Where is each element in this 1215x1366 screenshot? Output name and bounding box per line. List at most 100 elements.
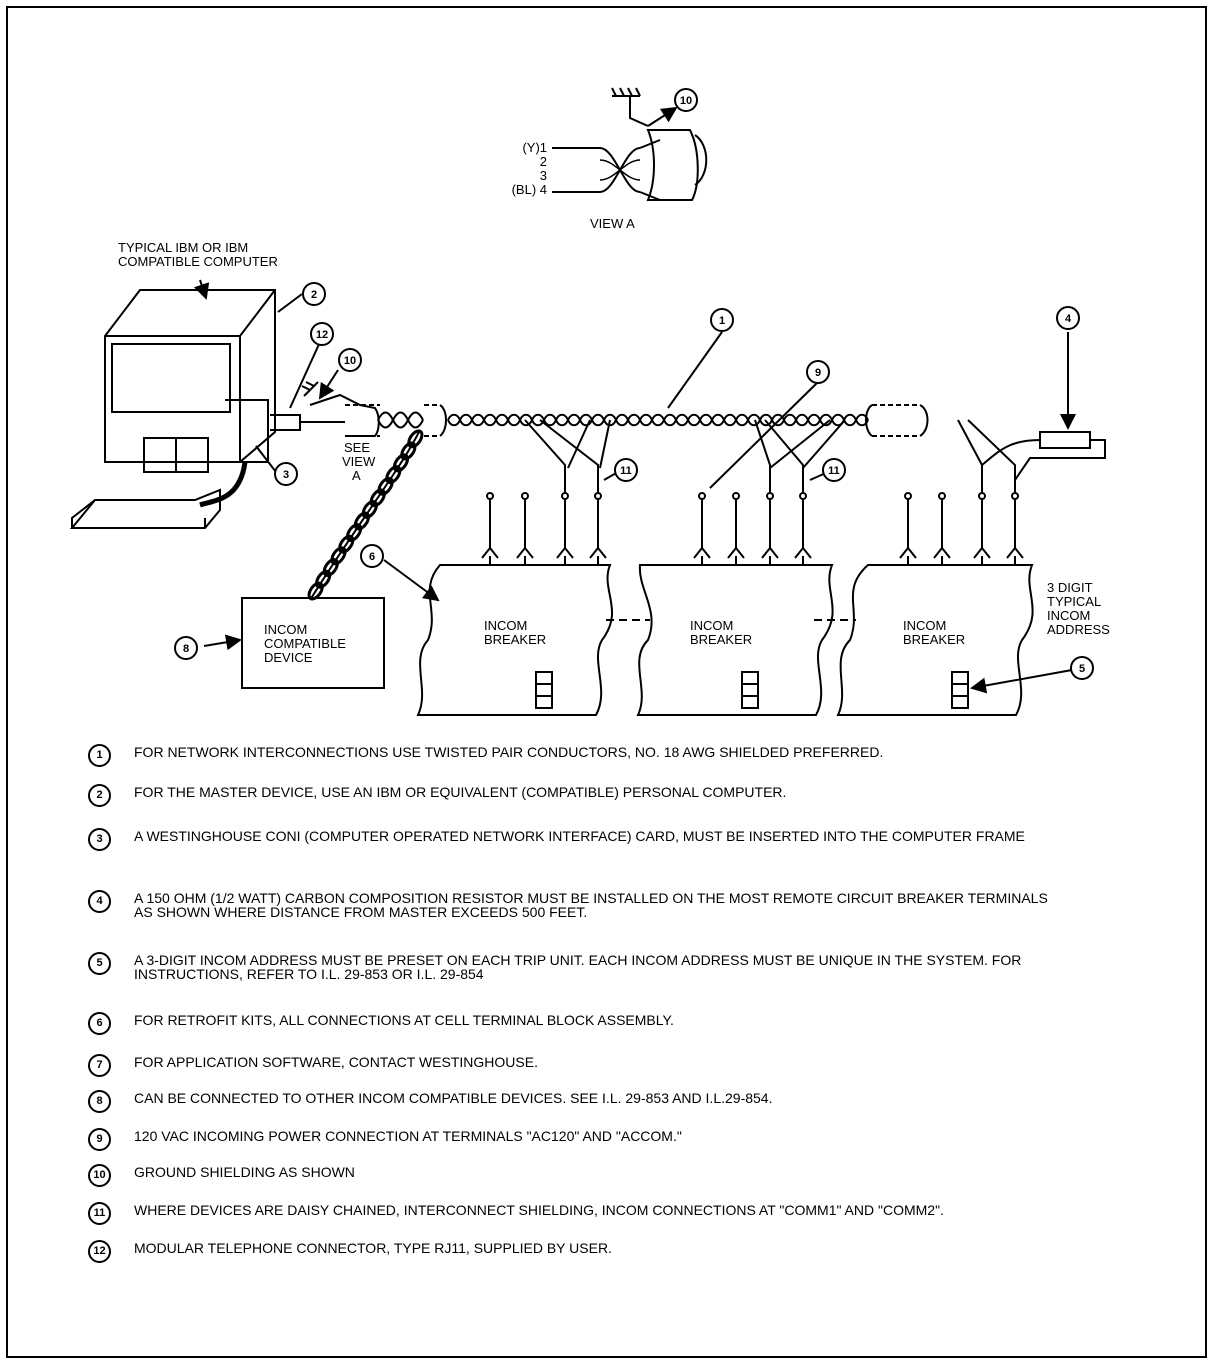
callout-number-c6: 6 <box>369 551 375 563</box>
note-number: 11 <box>88 1202 111 1225</box>
breaker-3-label-1: INCOM <box>903 618 946 633</box>
callout-circle-c10 <box>338 348 362 372</box>
device-label-3: DEVICE <box>264 650 313 665</box>
twisted-pair-strand <box>447 413 869 427</box>
terminal <box>727 492 745 565</box>
breaker-1-label-1: INCOM <box>484 618 527 633</box>
note-text: WHERE DEVICES ARE DAISY CHAINED, INTERCO… <box>134 1202 944 1218</box>
callout-number-c9: 9 <box>815 367 821 379</box>
callout-number-view-a: 10 <box>680 95 692 107</box>
note-text: GROUND SHIELDING AS SHOWN <box>134 1164 355 1180</box>
coil-loop <box>345 523 363 542</box>
note-number: 3 <box>88 828 111 851</box>
coil-loop <box>315 569 332 589</box>
callout-circle-c2 <box>302 282 326 306</box>
note-number: 1 <box>88 744 111 767</box>
view-a-wire-4: (BL) 4 <box>512 182 547 197</box>
callout-circle-c8 <box>174 636 198 660</box>
note-number: 7 <box>88 1054 111 1077</box>
coil-loop <box>385 465 402 485</box>
coil-loop <box>330 546 347 566</box>
callout-number-c2: 2 <box>311 289 317 301</box>
coil-loop <box>377 476 394 496</box>
twisted-pair-strand <box>447 413 869 427</box>
view-a-wire-1: (Y)1 <box>522 140 547 155</box>
coil-loop <box>338 534 355 554</box>
callout-number-c11a: 11 <box>620 465 632 477</box>
coil-loop <box>369 488 386 508</box>
address-label-1: 3 DIGIT <box>1047 580 1093 595</box>
callout-number-c4: 4 <box>1065 313 1072 325</box>
see-view-1: SEE <box>344 440 370 455</box>
terminal <box>761 492 779 565</box>
coil-loop <box>407 429 424 449</box>
coil-loop <box>353 511 371 531</box>
terminal <box>973 492 991 565</box>
address-label-4: ADDRESS <box>1047 622 1110 637</box>
callout-circle-c12 <box>310 322 334 346</box>
address-label-2: TYPICAL <box>1047 594 1101 609</box>
note-text: CAN BE CONNECTED TO OTHER INCOM COMPATIB… <box>134 1090 773 1106</box>
coil-loop <box>400 441 417 461</box>
callout-circle-c6 <box>360 544 384 568</box>
computer-label-1: TYPICAL IBM OR IBM <box>118 240 248 255</box>
note-number: 10 <box>88 1164 111 1187</box>
computer-label-2: COMPATIBLE COMPUTER <box>118 254 278 269</box>
terminal <box>589 492 607 565</box>
device-label-1: INCOM <box>264 622 307 637</box>
note-number: 4 <box>88 890 111 913</box>
breaker-3-label-2: BREAKER <box>903 632 965 647</box>
view-a-wire-3: 3 <box>540 168 547 183</box>
callout-circle-c4 <box>1056 306 1080 330</box>
terminal <box>933 492 951 565</box>
coil-loop <box>307 581 324 601</box>
callout-circle-c11b <box>822 458 846 482</box>
page-border <box>6 6 1207 1358</box>
breaker-terminals <box>481 492 1024 565</box>
note-number: 5 <box>88 952 111 975</box>
view-a-wire-2: 2 <box>540 154 547 169</box>
note-number: 9 <box>88 1128 111 1151</box>
note-text: FOR THE MASTER DEVICE, USE AN IBM OR EQU… <box>134 784 787 800</box>
note-text: 120 VAC INCOMING POWER CONNECTION AT TER… <box>134 1128 682 1144</box>
callout-number-c12: 12 <box>316 329 328 341</box>
note-text: FOR APPLICATION SOFTWARE, CONTACT WESTIN… <box>134 1054 538 1070</box>
callout-circle-c1 <box>710 308 734 332</box>
callout-number-c10: 10 <box>344 355 356 367</box>
computer-drawing <box>69 289 301 529</box>
note-number: 8 <box>88 1090 111 1113</box>
note-text: A 150 OHM (1/2 WATT) CARBON COMPOSITION … <box>134 890 1048 920</box>
callout-circle-c5 <box>1070 656 1094 680</box>
breaker-2-label-2: BREAKER <box>690 632 752 647</box>
callout-circle-view-a <box>674 88 698 112</box>
note-text: FOR RETROFIT KITS, ALL CONNECTIONS AT CE… <box>134 1012 674 1028</box>
callout-number-c8: 8 <box>183 643 189 655</box>
terminal <box>693 492 711 565</box>
view-a-detail <box>552 87 708 201</box>
twisted-pair-cable <box>377 404 929 437</box>
coiled-cable <box>307 429 424 601</box>
note-number: 12 <box>88 1240 111 1263</box>
terminal <box>1006 492 1024 565</box>
callout-circle-c9 <box>806 360 830 384</box>
callout-circle-c3 <box>274 462 298 486</box>
terminal <box>899 492 917 565</box>
note-text: A 3-DIGIT INCOM ADDRESS MUST BE PRESET O… <box>134 952 1022 982</box>
callout-number-c3: 3 <box>283 469 289 481</box>
terminal <box>516 492 534 565</box>
note-text: FOR NETWORK INTERCONNECTIONS USE TWISTED… <box>134 744 884 760</box>
breaker-1-label-2: BREAKER <box>484 632 546 647</box>
breaker-2-label-1: INCOM <box>690 618 733 633</box>
callout-circle-c11a <box>614 458 638 482</box>
coil-loop <box>322 558 339 577</box>
note-number: 6 <box>88 1012 111 1035</box>
note-text: A WESTINGHOUSE CONI (COMPUTER OPERATED N… <box>134 828 1025 844</box>
terminal <box>481 492 499 565</box>
note-number: 2 <box>88 784 111 807</box>
callout-number-c1: 1 <box>719 315 725 327</box>
coil-loop <box>361 499 378 519</box>
callout-number-c11b: 11 <box>828 465 840 477</box>
see-view-3: A <box>352 468 361 483</box>
terminal <box>794 492 812 565</box>
